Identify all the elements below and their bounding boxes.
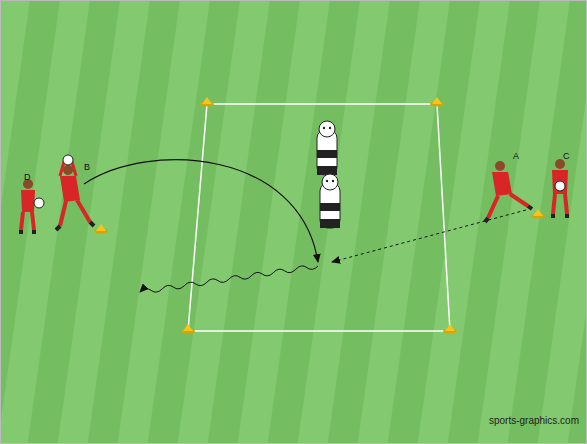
player-letter: B <box>84 163 90 172</box>
player <box>21 179 44 234</box>
pass-arc <box>84 160 318 262</box>
watermark: sports-graphics.com <box>489 416 579 426</box>
player-letter: D <box>24 173 31 182</box>
player <box>56 155 94 230</box>
mannequin <box>317 121 337 175</box>
player <box>552 159 568 218</box>
player-letter: A <box>513 152 519 161</box>
run-arrow <box>332 210 526 262</box>
player-letter: C <box>563 152 570 161</box>
area-lines <box>188 104 450 331</box>
dribble-arrow <box>140 266 318 292</box>
player <box>485 161 532 222</box>
mannequin <box>320 174 340 228</box>
